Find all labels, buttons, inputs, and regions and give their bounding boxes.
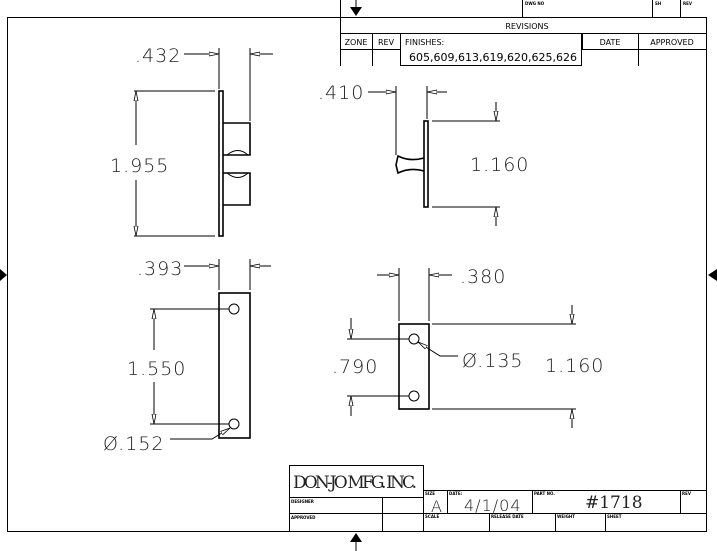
front-small-hole-diameter: Ø.135 [462, 350, 524, 372]
date-label: DATE: [449, 491, 463, 496]
side-view: .432 1.955 [110, 45, 273, 237]
rev-header: REV [378, 38, 395, 47]
date-header: DATE [600, 38, 621, 47]
front-view-large: .393 1.550 Ø.152 [103, 258, 271, 455]
date-value: 4/1/04 [464, 496, 522, 515]
rev-label: REV [683, 1, 693, 6]
part-no-value: #1718 [585, 493, 643, 513]
dwg-no-label: DWG NO [525, 1, 545, 6]
company-name: DON-JO MFG. INC. [293, 473, 417, 493]
end-view: .410 1.160 [318, 82, 529, 226]
sheet-label: SH [655, 1, 661, 6]
front-large-hole-diameter: Ø.152 [103, 433, 165, 455]
scale-label: SCALE [425, 514, 439, 519]
side-view-width: .432 [135, 45, 181, 67]
finishes-header: FINISHES: [405, 38, 444, 47]
size-value: A [431, 497, 443, 516]
end-view-height: 1.160 [470, 154, 529, 176]
approved-header: APPROVED [650, 38, 694, 47]
title-rev-label: REV [682, 491, 692, 496]
side-view-height: 1.955 [110, 155, 169, 177]
approved-label: APPROVED [291, 515, 316, 520]
title-block: DON-JO MFG. INC. DESIGNER APPROVED SIZE … [289, 465, 706, 532]
front-small-hole-spacing: .790 [332, 356, 378, 378]
front-view-small: .380 .790 Ø.135 1.160 [332, 266, 604, 428]
designer-label: DESIGNER [291, 499, 314, 504]
release-date-label: RELEASE DATE [491, 514, 524, 519]
revisions-title: REVISIONS [505, 22, 548, 31]
front-large-hole-spacing: 1.550 [127, 358, 186, 380]
front-large-width: .393 [137, 258, 183, 280]
end-view-width: .410 [318, 82, 364, 104]
sheet-label-title: SHEET [607, 514, 622, 519]
front-small-height: 1.160 [545, 355, 604, 377]
revisions-block: REVISIONS ZONE REV FINISHES: DATE APPROV… [340, 22, 706, 66]
weight-label: WEIGHT [557, 514, 575, 519]
finishes-value: 605,609,613,619,620,625,626 [409, 51, 577, 64]
front-small-width: .380 [460, 266, 506, 288]
zone-header: ZONE [345, 38, 368, 47]
part-no-label: PART NO. [534, 491, 555, 496]
size-label: SIZE [425, 491, 435, 496]
